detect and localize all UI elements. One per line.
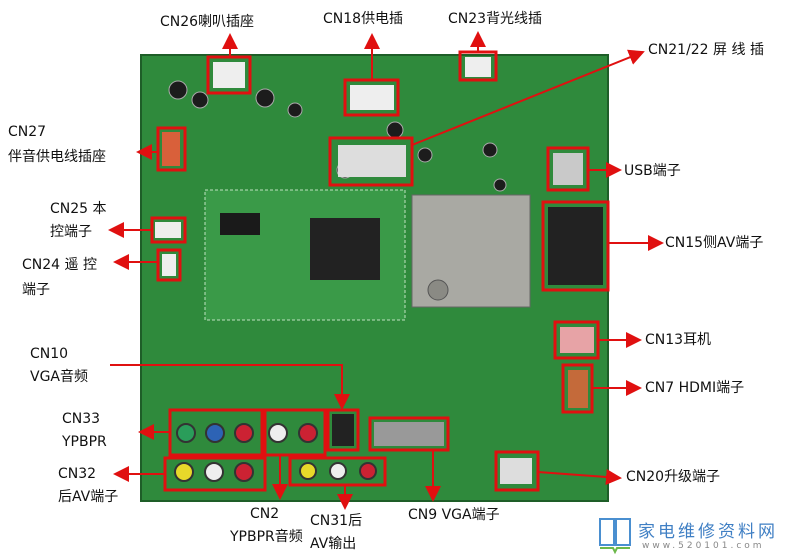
watermark-title: 家电维修资料网	[638, 522, 778, 542]
label-cn26: CN26喇叭插座	[160, 14, 255, 30]
label-cn2: CN2	[250, 506, 280, 522]
label-cn33: CN33	[62, 411, 101, 427]
label-cn24-desc: 端子	[22, 282, 50, 298]
label-cn27: CN27	[8, 124, 47, 140]
watermark-url: www.520101.com	[642, 541, 765, 551]
label-cn25-desc: 控端子	[50, 224, 92, 240]
label-cn32: CN32	[58, 466, 97, 482]
arrows	[108, 31, 664, 510]
label-cn21-22: CN21/22 屏 线 插	[648, 42, 764, 58]
label-cn32-desc: 后AV端子	[58, 489, 119, 505]
label-cn10-desc: VGA音频	[30, 369, 89, 385]
label-cn23: CN23背光线插	[448, 11, 543, 27]
book-logo-icon	[599, 518, 631, 555]
label-cn10: CN10	[30, 346, 69, 362]
label-cn25: CN25 本	[50, 201, 107, 217]
label-cn31: CN31后	[310, 513, 363, 529]
label-cn24: CN24 遥 控	[22, 257, 97, 273]
label-cn18: CN18供电插	[323, 11, 404, 27]
label-cn13: CN13耳机	[645, 332, 712, 348]
main-chip	[310, 218, 380, 280]
tuner-module	[411, 194, 531, 308]
label-cn31-desc: AV输出	[310, 536, 357, 552]
label-usb: USB端子	[624, 163, 681, 179]
label-cn33-desc: YPBPR	[62, 434, 107, 450]
label-cn20: CN20升级端子	[626, 469, 721, 485]
highlight-boxes	[150, 50, 610, 492]
label-cn27-desc: 伴音供电线插座	[8, 149, 106, 165]
label-cn15: CN15侧AV端子	[665, 235, 764, 251]
label-cn7: CN7 HDMI端子	[645, 380, 745, 396]
label-cn9: CN9 VGA端子	[408, 507, 500, 523]
label-cn2-desc: YPBPR音频	[230, 529, 303, 545]
